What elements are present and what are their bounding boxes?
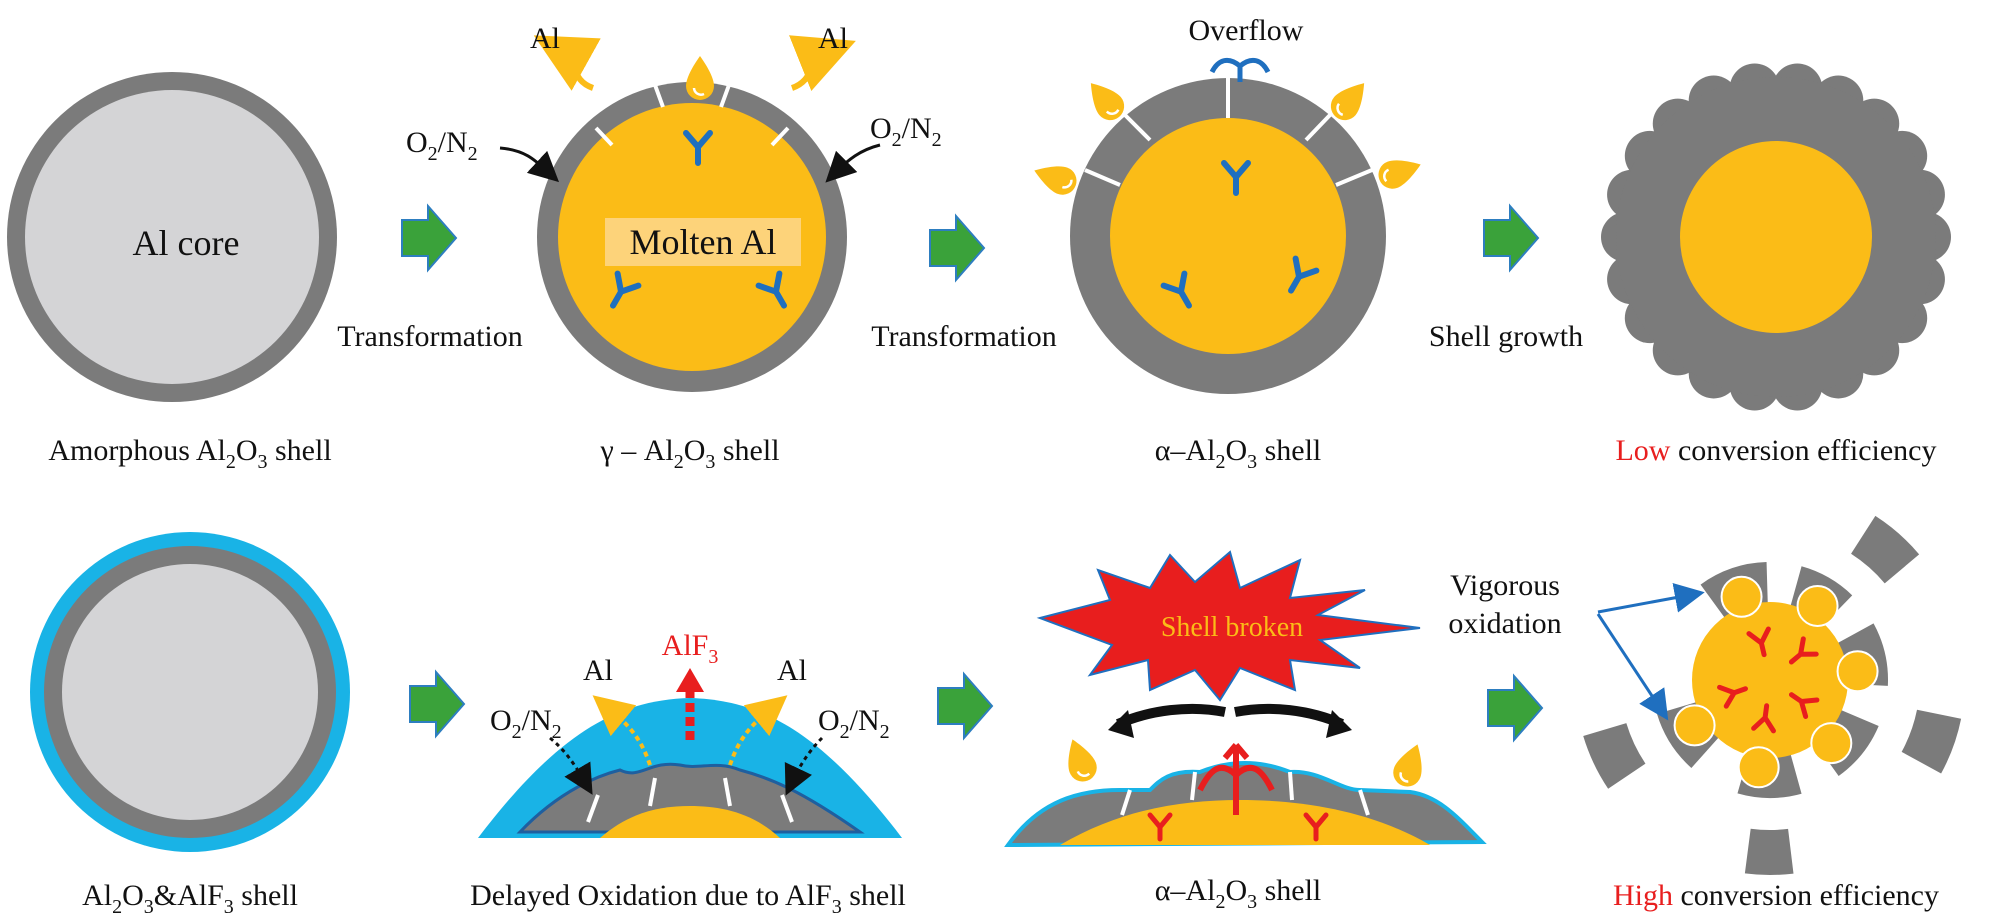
molten-al-label: Molten Al xyxy=(629,222,776,262)
core-molten xyxy=(1680,141,1872,333)
al-droplet-icon xyxy=(1673,704,1716,747)
caption-delayed: Delayed Oxidation due to AlF3 shell xyxy=(470,879,906,918)
o2-arrow-left xyxy=(499,146,560,183)
al-droplet-icon xyxy=(1373,150,1427,194)
o2-n2-label-bottom-right: O2/N2 xyxy=(818,704,890,743)
vigorous-label: Vigorous xyxy=(1450,569,1560,602)
alf3-arrow-head-icon xyxy=(676,668,704,692)
shell-fragment xyxy=(1851,515,1920,584)
o2-n2-label-bottom-left: O2/N2 xyxy=(490,704,562,743)
al-dotted-arrow-right xyxy=(728,695,788,766)
al-droplet-icon xyxy=(1737,746,1780,789)
transformation-label-2: Transformation xyxy=(871,320,1057,353)
shell-fragment xyxy=(1583,723,1646,789)
transformation-label-1: Transformation xyxy=(337,320,523,353)
alf3-coated-particle xyxy=(30,532,350,852)
shell-split-arrow-left xyxy=(1115,703,1226,729)
al-release-arrow-right xyxy=(788,35,856,92)
green-arrow-icon xyxy=(929,213,986,283)
vigorous-core xyxy=(1692,602,1848,758)
al-droplet-icon xyxy=(1388,738,1432,792)
shell-split-arrow-right-head xyxy=(1326,710,1352,738)
al-droplet-icon xyxy=(1028,156,1082,200)
al-droplet-icon xyxy=(1078,72,1132,128)
oxidation-label: oxidation xyxy=(1448,607,1561,640)
caption-low-efficiency: Low conversion efficiency xyxy=(1615,434,1936,467)
al-core-label: Al core xyxy=(133,223,240,263)
caption-gamma: γ – Al2O3 shell xyxy=(599,434,779,473)
al-release-arrow-left xyxy=(533,35,601,91)
al-label-bottom-right: Al xyxy=(777,654,807,687)
green-arrow-icon xyxy=(1487,673,1544,743)
red-upflow-icon xyxy=(1197,743,1275,815)
al-droplet-icon xyxy=(1720,575,1763,618)
caption-high-efficiency: High conversion efficiency xyxy=(1613,879,1939,912)
caption-al2o3-alf3: Al2O3&AlF3 shell xyxy=(82,879,298,918)
o2-n2-label-left: O2/N2 xyxy=(406,126,478,165)
al-droplet-icon xyxy=(1836,650,1879,693)
green-arrow-icon xyxy=(401,203,458,273)
green-arrow-icon xyxy=(937,671,994,741)
caption-alpha: α–Al2O3 shell xyxy=(1155,434,1322,473)
shell-fragment xyxy=(1901,709,1962,774)
al-label-bottom-left: Al xyxy=(583,654,613,687)
al-label-left: Al xyxy=(530,22,560,55)
overflow-label: Overflow xyxy=(1189,14,1304,47)
o2-arrow-right xyxy=(825,143,881,183)
shell-split-arrow-right xyxy=(1234,703,1345,729)
al-droplet-icon xyxy=(684,54,716,102)
caption-alpha-bottom: α–Al2O3 shell xyxy=(1155,874,1322,913)
alf3-label: AlF3 xyxy=(662,629,719,668)
o2-dotted-arrow-right xyxy=(784,736,824,796)
o2-dotted-arrow-left xyxy=(549,736,593,795)
green-arrow-icon xyxy=(1483,203,1540,273)
green-arrow-icon xyxy=(409,669,466,739)
al-droplet-icon xyxy=(1058,733,1102,787)
overflow-arrow-icon xyxy=(1209,57,1271,82)
broken-shell-dome xyxy=(1004,761,1487,848)
vigorous-droplets xyxy=(1673,575,1879,789)
al-droplet-icon xyxy=(1810,722,1853,765)
shell-split-arrow-left-head xyxy=(1108,710,1134,738)
shell-fragment xyxy=(1744,828,1794,875)
alpha-particle xyxy=(1070,78,1386,394)
al-label-right: Al xyxy=(818,22,848,55)
vigorous-pointer-upper xyxy=(1597,582,1705,614)
shell-growth-label: Shell growth xyxy=(1429,320,1583,353)
amorphous-particle xyxy=(7,72,337,402)
shell-broken-label: Shell broken xyxy=(1161,612,1303,643)
al-dotted-arrow-left xyxy=(592,695,652,766)
molten-al-label-bg xyxy=(605,218,801,266)
al-droplet-icon xyxy=(1796,584,1839,627)
caption-amorphous: Amorphous Al2O3 shell xyxy=(48,434,331,473)
vigorous-pointer-lower xyxy=(1596,613,1669,721)
o2-n2-label-right: O2/N2 xyxy=(870,112,942,151)
shell-broken-burst xyxy=(1036,550,1421,702)
